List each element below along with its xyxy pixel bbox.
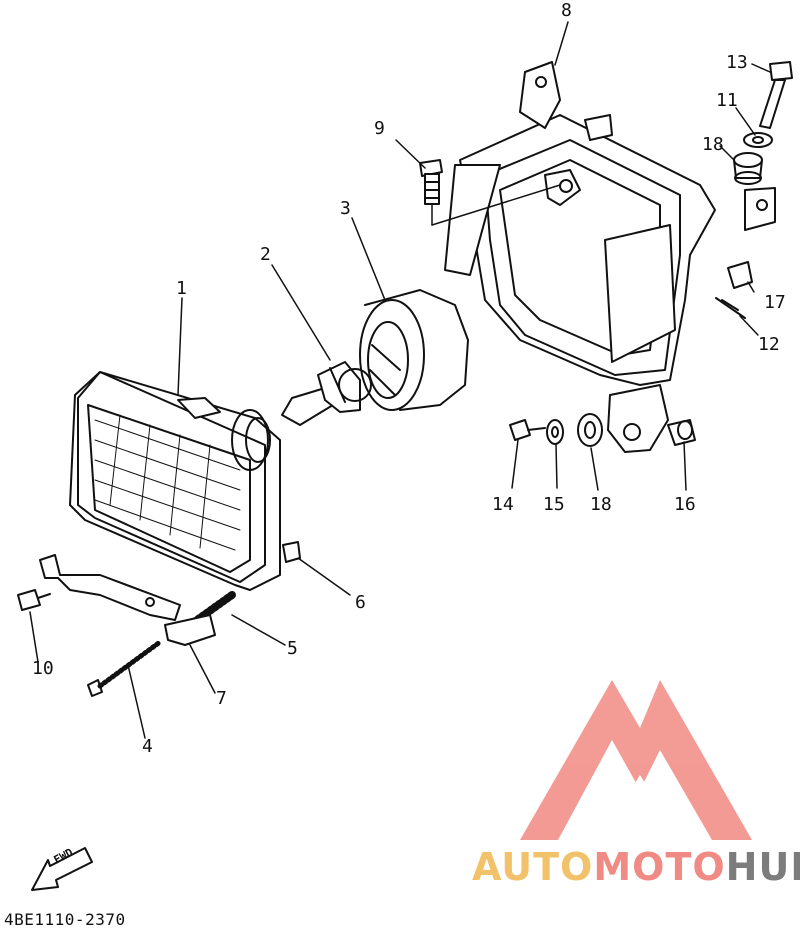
brand-moto: MOTO (593, 845, 726, 889)
catalog-number: 4BE1110-2370 (4, 910, 126, 929)
callout-4: 4 (142, 736, 153, 757)
headlight-bracket (444, 61, 776, 453)
callout-3: 3 (340, 198, 351, 219)
callout-12: 12 (758, 334, 780, 355)
callout-14: 14 (492, 494, 514, 515)
brand-auto: AUTO (472, 845, 594, 889)
fwd-arrow-icon (31, 847, 93, 891)
adjuster-bracket (39, 554, 181, 621)
callout-11: 11 (716, 90, 738, 111)
watermark-brand: AUTOMOTOHUB (472, 848, 800, 886)
bolt-14 (509, 419, 546, 441)
watermark-logo-icon (520, 680, 752, 840)
callout-13: 13 (726, 52, 748, 73)
collar-16 (667, 419, 696, 446)
callout-18-top: 18 (702, 134, 724, 155)
nut-6 (282, 541, 301, 563)
grommet-18-top (733, 152, 763, 185)
callout-18-bottom: 18 (590, 494, 612, 515)
callout-7: 7 (216, 688, 227, 709)
clip-17 (727, 261, 753, 289)
callout-8: 8 (561, 0, 572, 21)
washer-15 (546, 419, 564, 445)
bolt-10 (17, 589, 51, 611)
callout-2: 2 (260, 244, 271, 265)
screw-12 (715, 297, 746, 319)
callout-1: 1 (176, 278, 187, 299)
callout-5: 5 (287, 638, 298, 659)
bolt-9 (419, 159, 443, 205)
callout-15: 15 (543, 494, 565, 515)
washer-11 (743, 132, 773, 148)
callout-9: 9 (374, 118, 385, 139)
plate-7 (164, 614, 216, 646)
bulb-socket-cover (359, 289, 469, 411)
bolt-13 (759, 61, 793, 129)
brand-hub: HUB (725, 845, 800, 889)
callout-10: 10 (32, 658, 54, 679)
callout-16: 16 (674, 494, 696, 515)
grommet-18-bottom (577, 413, 603, 447)
headlight-unit (69, 371, 281, 591)
screw-4 (87, 639, 163, 697)
callout-17: 17 (764, 292, 786, 313)
bulb-part (281, 361, 372, 426)
callout-6: 6 (355, 592, 366, 613)
leader-lines (29, 21, 771, 739)
